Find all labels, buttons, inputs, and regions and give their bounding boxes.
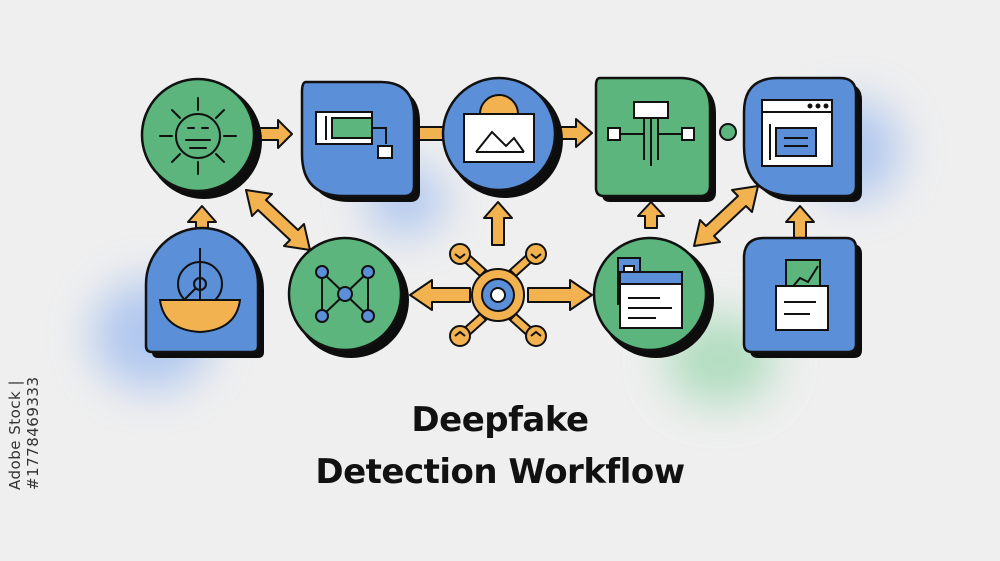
diagram-title-line-2: Detection Workflow — [315, 452, 685, 492]
arrow-document-to-flowchart — [637, 201, 665, 229]
node-neural-network — [287, 236, 409, 358]
node-scale-gauge — [144, 226, 264, 358]
face-scan-icon — [159, 97, 237, 175]
arrow-hub-to-network — [409, 279, 471, 311]
stock-watermark: Adobe Stock | #1778469333 — [6, 376, 42, 490]
connector-dot — [719, 123, 737, 141]
flowchart-icon — [607, 101, 695, 166]
node-central-hub — [449, 243, 547, 347]
gauge-icon — [158, 248, 242, 334]
node-face-scan — [140, 77, 262, 199]
arrow-hub-to-image — [483, 201, 513, 246]
network-icon — [315, 265, 375, 323]
node-chart-report — [742, 236, 862, 358]
diagram-title-line-1: Deepfake — [411, 400, 589, 440]
arrow-hub-to-document — [527, 279, 593, 311]
node-flowchart — [594, 76, 716, 202]
node-image-analysis — [441, 76, 563, 198]
double-arrow-face-network — [245, 189, 311, 251]
image-icon — [463, 94, 535, 163]
node-report-window — [742, 76, 862, 202]
arrow-face-to-input — [257, 119, 293, 149]
hub-icon — [449, 243, 547, 347]
chart-folder-icon — [775, 259, 829, 331]
arrow-chart-to-window — [785, 205, 815, 239]
node-document-review — [592, 236, 714, 358]
input-device-icon — [315, 111, 393, 159]
connectors — [187, 118, 815, 311]
node-data-input — [300, 80, 420, 202]
browser-window-icon — [761, 99, 833, 167]
document-icon — [617, 257, 683, 329]
